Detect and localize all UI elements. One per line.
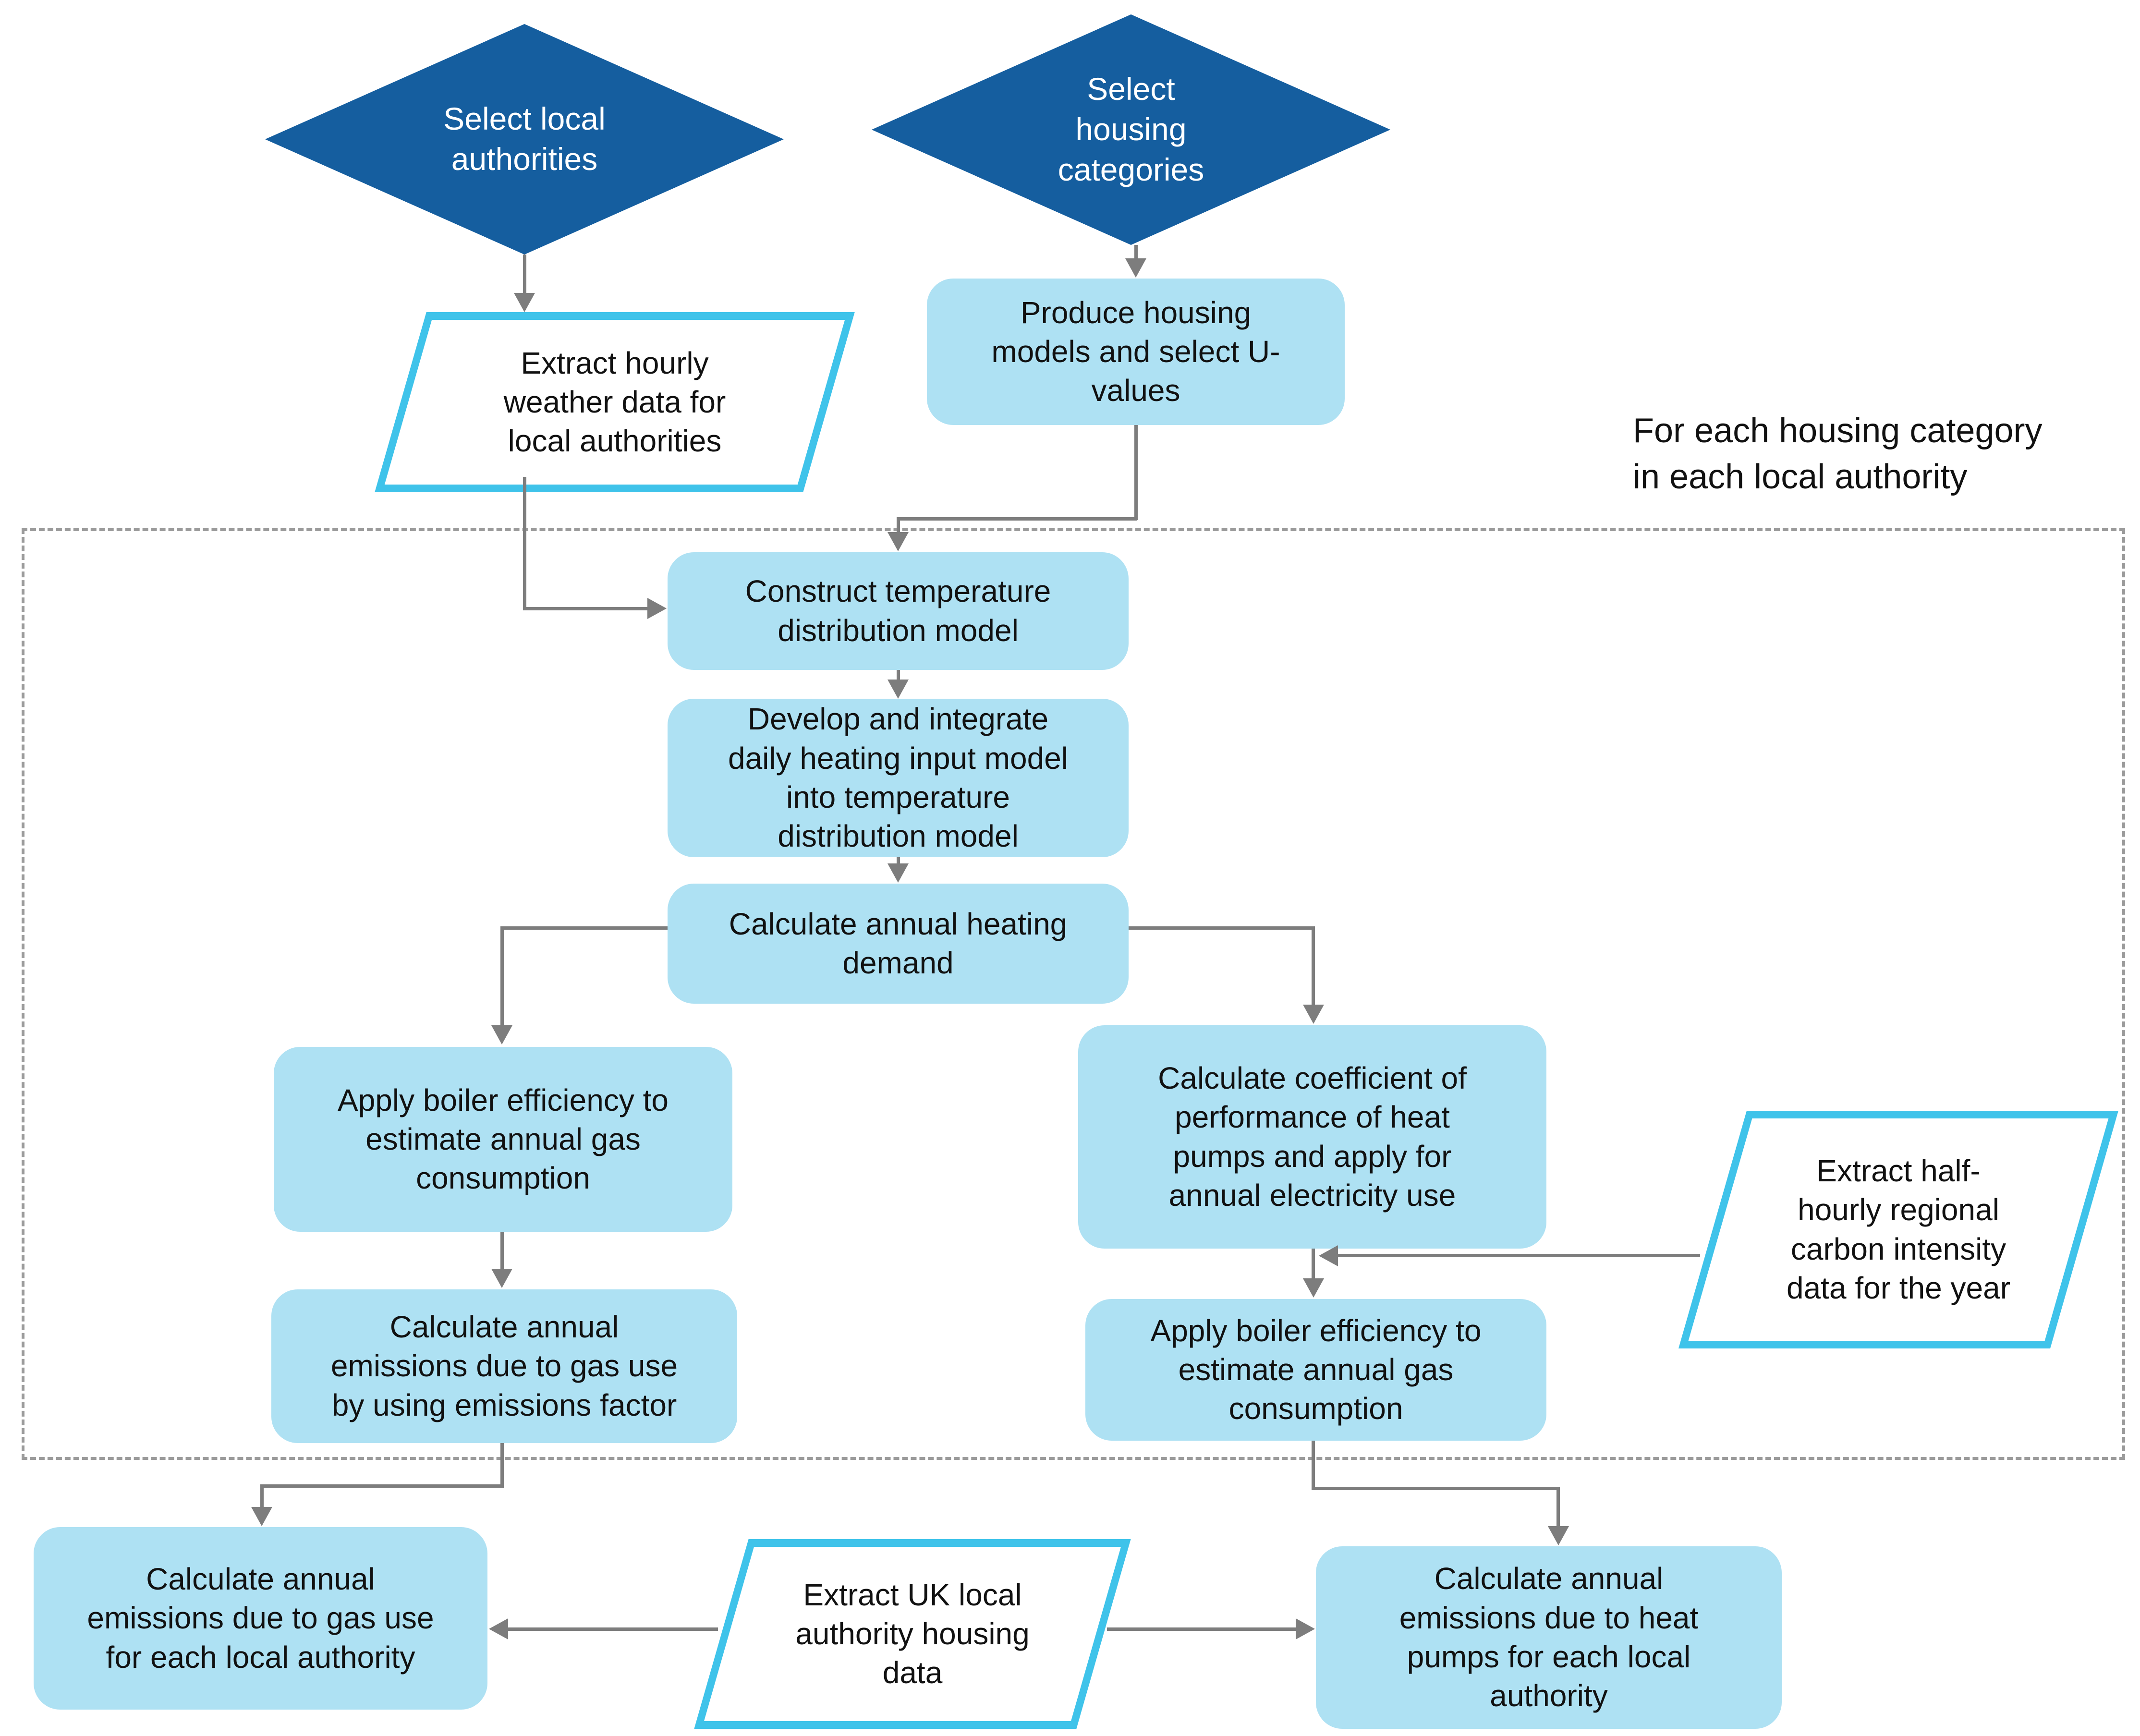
- data-extract-hourly-weather-label: Extract hourly weather data for local au…: [503, 345, 726, 459]
- data-extract-uk-housing: Extract UK local authority housing data: [694, 1539, 1131, 1729]
- process-calculate-gas-emissions-la: Calculate annual emissions due to gas us…: [34, 1527, 487, 1710]
- loop-region-border: [22, 528, 2125, 1460]
- arrowhead-right: [1296, 1618, 1315, 1639]
- arrowhead-down: [491, 1025, 512, 1044]
- arrowhead-down: [514, 293, 535, 312]
- arrowhead-down: [1125, 258, 1146, 278]
- arrowhead-down: [1303, 1005, 1324, 1024]
- process-calculate-cop-heat-pumps: Calculate coefficient of performance of …: [1078, 1025, 1546, 1249]
- loop-region-label: For each housing category in each local …: [1633, 412, 2043, 496]
- arrowhead-right: [647, 598, 667, 619]
- arrowhead-left: [1319, 1245, 1338, 1266]
- arrowhead-down: [1303, 1278, 1324, 1298]
- process-apply-boiler-efficiency-gas: Apply boiler efficiency to estimate annu…: [274, 1047, 732, 1232]
- arrowhead-down: [1548, 1526, 1569, 1545]
- arrowhead-left: [489, 1618, 508, 1639]
- arrowhead-down: [888, 863, 909, 883]
- arrowhead-down: [491, 1269, 512, 1288]
- decision-select-housing-categories: Select housing categories: [872, 14, 1390, 245]
- data-extract-hourly-weather: Extract hourly weather data for local au…: [375, 312, 855, 492]
- process-construct-temperature-model: Construct temperature distribution model: [668, 552, 1129, 670]
- data-extract-carbon-intensity: Extract half- hourly regional carbon int…: [1678, 1111, 2118, 1348]
- process-develop-heating-input-model: Develop and integrate daily heating inpu…: [668, 699, 1129, 857]
- process-calculate-heat-pump-emissions-la: Calculate annual emissions due to heat p…: [1316, 1546, 1782, 1729]
- decision-select-local-authorities: Select local authorities: [265, 24, 784, 255]
- process-calculate-gas-emissions: Calculate annual emissions due to gas us…: [271, 1289, 737, 1443]
- arrowhead-down: [888, 532, 909, 551]
- process-calculate-heating-demand: Calculate annual heating demand: [668, 884, 1129, 1004]
- arrowhead-down: [888, 680, 909, 699]
- data-extract-carbon-intensity-label: Extract half- hourly regional carbon int…: [1786, 1153, 2011, 1305]
- process-apply-boiler-efficiency-gas-2: Apply boiler efficiency to estimate annu…: [1085, 1299, 1546, 1441]
- data-extract-uk-housing-label: Extract UK local authority housing data: [795, 1577, 1030, 1690]
- arrowhead-down: [251, 1507, 272, 1526]
- process-produce-housing-models: Produce housing models and select U- val…: [927, 279, 1345, 425]
